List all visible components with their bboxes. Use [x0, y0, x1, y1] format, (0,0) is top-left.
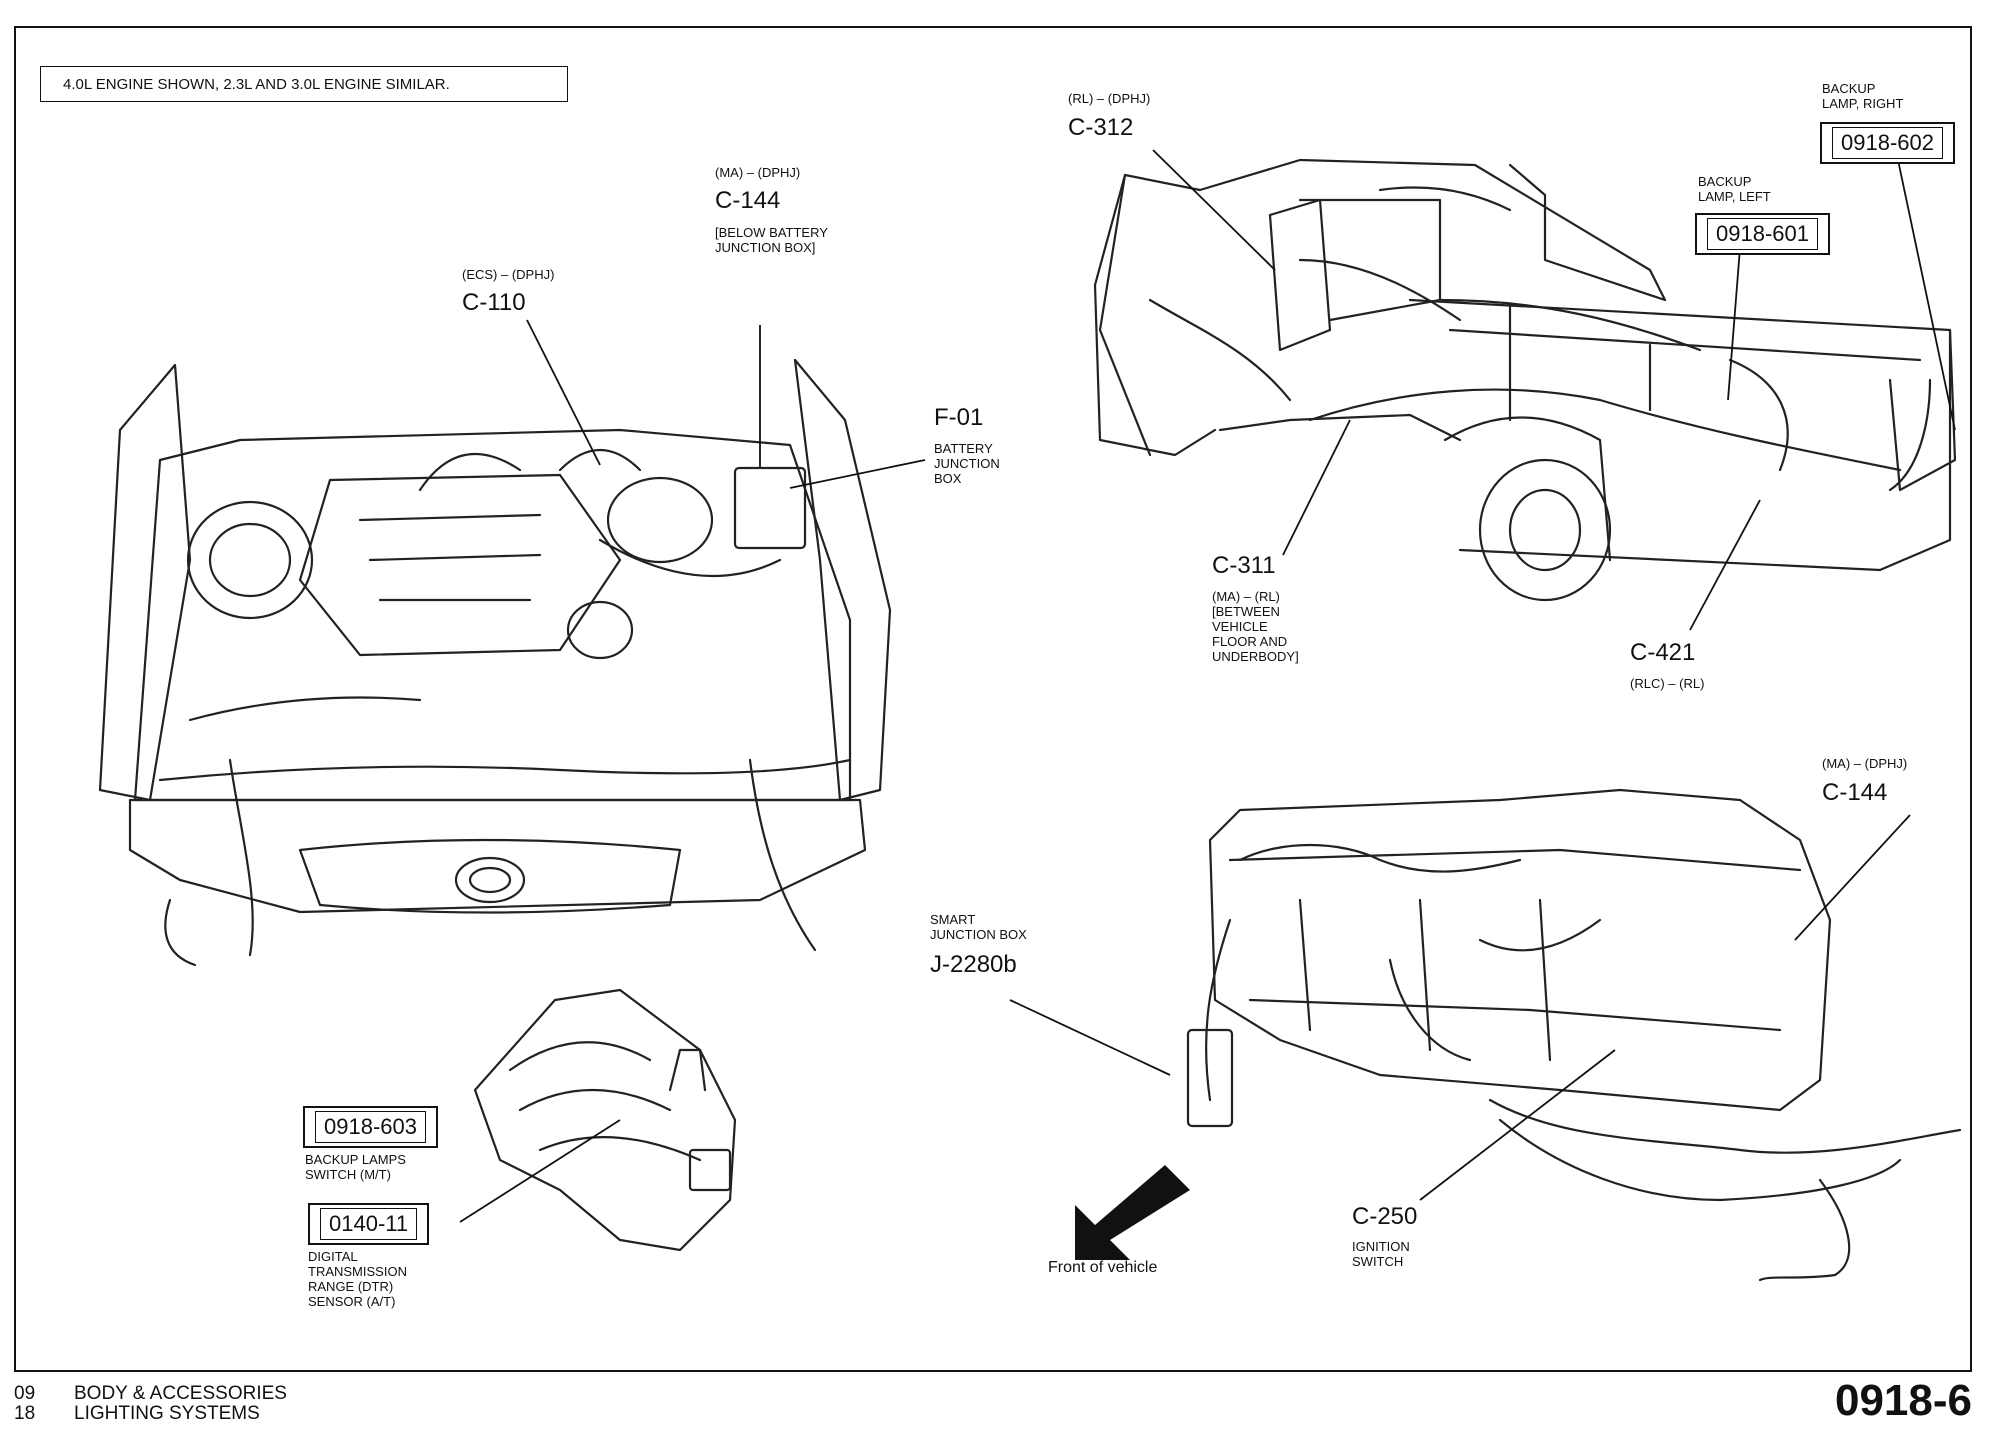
backup-right-label2: LAMP, RIGHT [1822, 96, 1904, 111]
dashboard-drawing [1186, 788, 1962, 1282]
switch-mt-ref[interactable]: 0918-603 [303, 1106, 438, 1148]
engine-note: 4.0L ENGINE SHOWN, 2.3L AND 3.0L ENGINE … [40, 66, 568, 102]
c144-top-tag: (MA) – (DPHJ) [715, 165, 801, 180]
c250-desc2: SWITCH [1352, 1254, 1404, 1269]
c250-id: C-250 [1352, 1203, 1418, 1230]
smart-jb-label2: JUNCTION BOX [930, 927, 1027, 942]
c144-bottom-id: C-144 [1822, 779, 1888, 806]
backup-left-ref[interactable]: 0918-601 [1695, 213, 1830, 255]
front-of-vehicle-label: Front of vehicle [1048, 1259, 1158, 1276]
c311-desc2: VEHICLE [1212, 619, 1268, 634]
c110-id: C-110 [462, 289, 526, 316]
c312-id: C-312 [1068, 114, 1134, 141]
dtr-label4: SENSOR (A/T) [308, 1294, 396, 1309]
dtr-label2: TRANSMISSION [308, 1264, 407, 1279]
backup-right-label1: BACKUP [1822, 81, 1876, 96]
c144-top-id: C-144 [715, 187, 781, 214]
footer-section: 09 BODY & ACCESSORIES 18 LIGHTING SYSTEMS [14, 1384, 287, 1424]
truck-drawing [1093, 158, 1957, 602]
c311-id: C-311 [1212, 552, 1276, 579]
c421-id: C-421 [1630, 639, 1696, 666]
c110-tag: (ECS) – (DPHJ) [462, 267, 555, 282]
footer-text-1: BODY & ACCESSORIES [74, 1383, 287, 1404]
switch-mt-label2: SWITCH (M/T) [305, 1167, 391, 1182]
c250-desc1: IGNITION [1352, 1239, 1410, 1254]
c312-tag: (RL) – (DPHJ) [1068, 91, 1151, 106]
c144-top-desc2: JUNCTION BOX] [715, 240, 816, 255]
f01-id: F-01 [934, 404, 984, 431]
f01-desc1: BATTERY [934, 441, 993, 456]
c311-desc3: FLOOR AND [1212, 634, 1288, 649]
c311-desc4: UNDERBODY] [1212, 649, 1299, 664]
c311-tag: (MA) – (RL) [1212, 589, 1280, 604]
backup-left-label2: LAMP, LEFT [1698, 189, 1771, 204]
c144-top-desc1: [BELOW BATTERY [715, 225, 828, 240]
transmission-drawing [473, 988, 737, 1252]
smart-jb-id: J-2280b [930, 951, 1017, 978]
diagram-frame [14, 26, 1972, 1372]
dtr-label3: RANGE (DTR) [308, 1279, 394, 1294]
switch-mt-label1: BACKUP LAMPS [305, 1152, 406, 1167]
footer-text-2: LIGHTING SYSTEMS [74, 1403, 260, 1424]
engine-bay-drawing [98, 358, 892, 967]
footer-num-1: 09 [14, 1383, 36, 1404]
footer-num-2: 18 [14, 1403, 36, 1424]
backup-right-ref[interactable]: 0918-602 [1820, 122, 1955, 164]
f01-desc3: BOX [934, 471, 962, 486]
dtr-label1: DIGITAL [308, 1249, 358, 1264]
smart-jb-label1: SMART [930, 912, 976, 927]
c144-bottom-tag: (MA) – (DPHJ) [1822, 756, 1908, 771]
page-number: 0918-6 [1834, 1376, 1972, 1425]
backup-left-label1: BACKUP [1698, 174, 1752, 189]
front-arrow-icon [1075, 1165, 1190, 1260]
dtr-ref[interactable]: 0140-11 [308, 1203, 430, 1245]
f01-desc2: JUNCTION [934, 456, 1000, 471]
c421-tag: (RLC) – (RL) [1630, 676, 1705, 691]
c311-desc1: [BETWEEN [1212, 604, 1280, 619]
